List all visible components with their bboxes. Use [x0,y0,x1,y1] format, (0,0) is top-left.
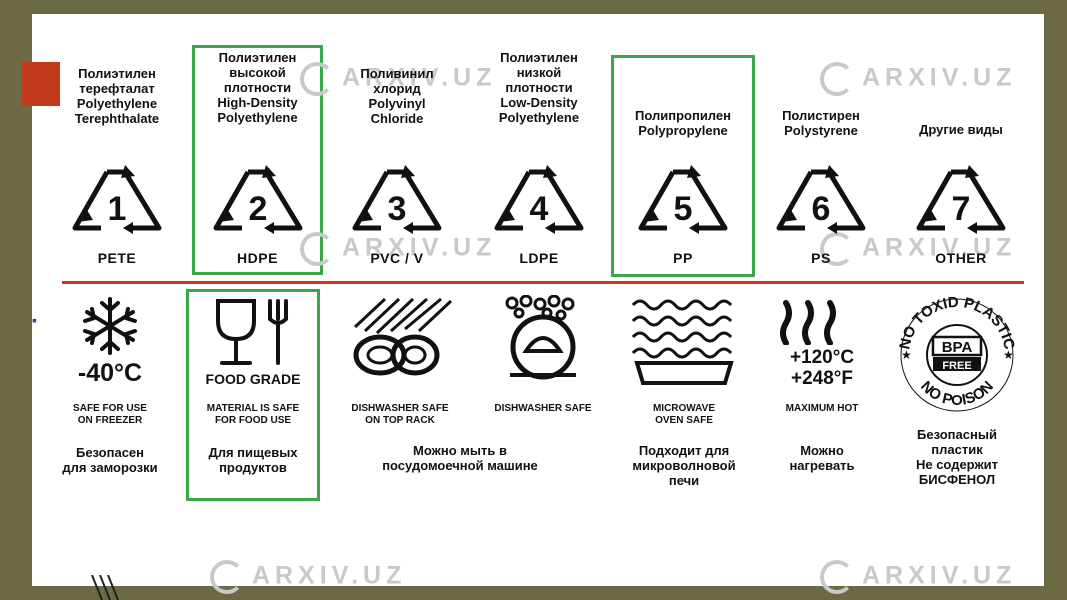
microwave-waves-icon [631,299,734,385]
snowflake-icon [83,297,137,355]
feature-dishwasher: DISHWASHER SAFE [476,295,610,495]
decorative-lines [91,575,119,600]
food-grade-label: FOOD GRADE [205,371,301,387]
recycle-triangle-icon: 3 [352,165,442,234]
resin-code: LDPE [519,250,559,266]
feature-title: MAXIMUM HOT [785,403,859,414]
svg-text:NO POISON: NO POISON [917,378,997,409]
resin-code: PVC / V [370,250,424,266]
svg-text:★: ★ [1003,348,1014,362]
seal-bottom-text: NO POISON [917,378,997,409]
dishwasher-rack-icon [353,297,453,376]
svg-text:★: ★ [901,348,912,362]
resin-number: 5 [674,190,693,228]
resin-code: OTHER [935,250,987,266]
resin-code: PETE [97,250,137,266]
watermark: ARXIV.UZ [300,232,496,266]
pp-highlight-box [611,55,755,277]
resin-code: HDPE [237,250,278,266]
watermark: ARXIV.UZ [820,560,1016,594]
watermark: ARXIV.UZ [300,62,496,96]
resin-number: 6 [812,190,831,228]
resin-code: PS [811,250,831,266]
dishwasher-icon [505,295,576,380]
side-bullet: ▪ [32,312,37,328]
recycle-triangle-icon: 1 [72,165,162,234]
watermark: ARXIV.UZ [820,62,1016,96]
freezer-temperature: -40°C [77,359,143,387]
watermark: ARXIV.UZ [210,560,406,594]
bpa-free-seal-icon: NO TOXID PLASTIC NO POISON ★ ★ BPA FREE [896,295,1018,412]
resin-number: 1 [108,190,127,228]
resin-number: 3 [388,190,407,228]
red-tab [22,62,60,106]
glass-fork-icon [216,299,288,365]
feature-bpa-free: NO TOXID PLASTIC NO POISON ★ ★ BPA FREE … [882,295,1032,510]
resin-number: 7 [952,190,971,228]
recycle-triangle-icon: 6 [776,165,866,234]
seal-center-free: FREE [942,360,971,372]
recycle-triangle-icon: 2 [213,165,302,234]
heat-icon [780,300,836,345]
feature-title: DISHWASHER SAFE [494,403,592,414]
recycle-triangle-icon: 7 [916,165,1006,234]
red-divider [62,281,1024,284]
resin-number: 2 [248,190,267,228]
recycle-triangle-icon: 5 [638,165,728,234]
watermark: ARXIV.UZ [820,232,1016,266]
food-grade-highlight-box [186,289,320,501]
max-temperature: +120°C+248°F [789,347,855,389]
seal-center-bpa: BPA [942,339,973,356]
recycle-triangle-icon: 4 [494,165,584,234]
resin-number: 4 [530,190,549,228]
hdpe-highlight-box [192,45,323,275]
plastic-name: Другие виды [919,122,1003,137]
resin-code: PP [673,250,693,266]
